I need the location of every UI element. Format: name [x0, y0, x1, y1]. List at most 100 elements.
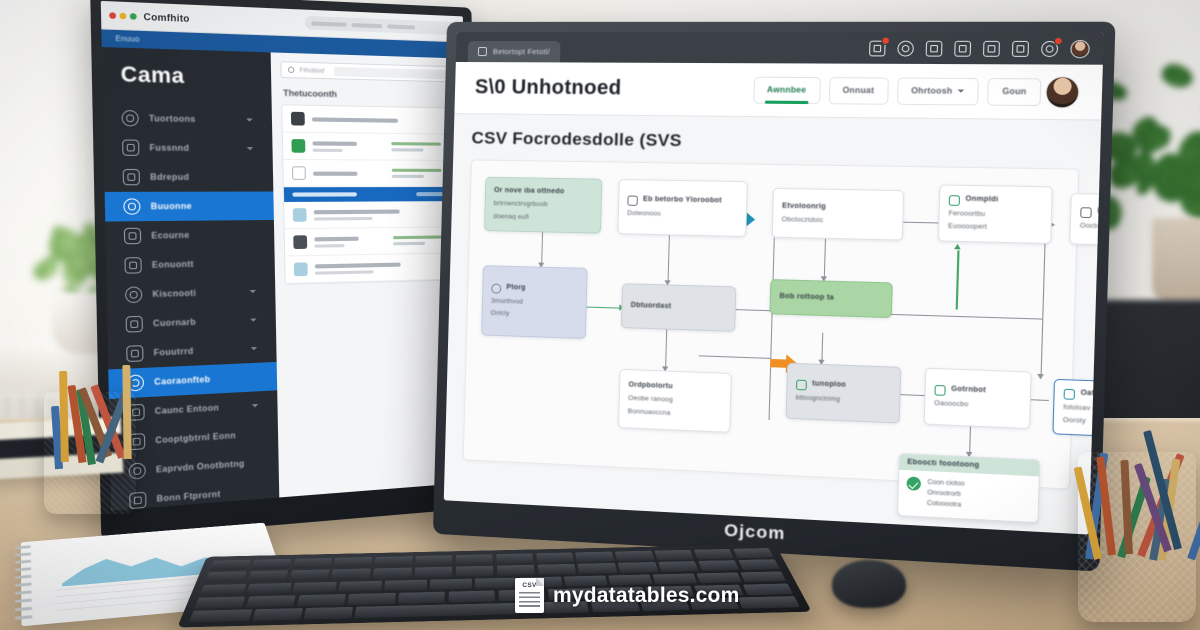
nav-tab-3[interactable]: Goun [987, 77, 1041, 105]
sidebar-item-2[interactable]: Bdrepud [104, 162, 273, 192]
notifications-icon-wrap[interactable] [869, 40, 886, 56]
keyboard-key[interactable] [694, 549, 734, 559]
mouse[interactable] [832, 560, 906, 608]
keyboard-key[interactable] [289, 570, 329, 581]
flowchart-node-n1[interactable]: Or nove iba ottnedobrtrnenctrvgrbuobdoen… [484, 177, 603, 234]
sidebar-item-4[interactable]: Ecourne [105, 220, 274, 251]
keyboard-key[interactable] [654, 550, 694, 560]
flowchart-node-n2[interactable]: Eb betorbo YloroobotDoteonoos [617, 179, 748, 237]
keyboard-key[interactable] [698, 560, 739, 571]
flowchart-node-n6[interactable]: Ptorg3morthvodOnlcly [481, 265, 588, 339]
keyboard-key[interactable] [414, 567, 452, 578]
csv-file-icon: CSV [515, 578, 544, 613]
left-search-input[interactable]: Fihobod [280, 61, 456, 82]
keyboard-key[interactable] [292, 582, 336, 593]
keyboard-key[interactable] [246, 595, 296, 607]
bookmark-icon-wrap[interactable] [983, 40, 1000, 56]
chevron-down-icon [246, 118, 253, 121]
keyboard-key[interactable] [189, 609, 252, 622]
flowchart-node-n3[interactable]: EtvoloonrlgObclocztdoic [772, 188, 905, 241]
flowchart-node-n4[interactable]: OnmpldiFerooortbuEuoooopert [938, 184, 1053, 244]
flowchart-node-n9[interactable]: OrdpbolortuOeobe ranoogBonnuaoccna [618, 369, 732, 433]
flowchart-node-n8[interactable]: Bob rottoop ta [769, 279, 892, 318]
keyboard-key[interactable] [194, 596, 245, 608]
nav-tab-0[interactable]: Awnnbee [753, 76, 821, 103]
flowchart-node-n10[interactable]: tunoploobttoognctrimg [786, 363, 902, 424]
flowchart-node-n5[interactable]: Bondootbn tbrOoctocllnq [1069, 193, 1104, 247]
table-row[interactable] [282, 105, 456, 134]
keyboard-key[interactable] [733, 548, 774, 558]
keyboard-key[interactable] [374, 556, 412, 566]
flowchart-node-n12[interactable]: Oato ortoob orofotoloav ofocobkOoroty [1052, 379, 1103, 440]
keyboard-key[interactable] [618, 562, 658, 573]
keyboard-key[interactable] [741, 571, 787, 582]
cloud-sync-icon-wrap[interactable] [926, 40, 943, 56]
left-highlighted-row[interactable] [284, 187, 458, 202]
profile-pin-icon-wrap[interactable] [1041, 40, 1058, 56]
nav-tab-1[interactable]: Onnuat [828, 77, 888, 105]
keyboard-key[interactable] [537, 564, 576, 575]
sidebar-item-0[interactable]: Tuortoons [103, 103, 272, 135]
keyboard-key[interactable] [384, 579, 427, 590]
keyboard-key[interactable] [578, 563, 618, 574]
browser-tab[interactable]: Betortopt Fetotl/ [468, 41, 561, 62]
keyboard-key[interactable] [252, 608, 302, 621]
list-item[interactable] [285, 227, 459, 256]
keyboard-key[interactable] [575, 552, 614, 562]
extension-icon[interactable] [1012, 40, 1029, 56]
list-item[interactable] [284, 201, 458, 229]
keyboard-key[interactable] [247, 571, 288, 582]
keyboard-key[interactable] [430, 578, 472, 589]
info-icon[interactable] [897, 40, 914, 56]
keyboard-key[interactable] [449, 590, 496, 602]
sidebar-item-5[interactable]: Eonuontt [106, 248, 275, 280]
keyboard-key[interactable] [200, 584, 246, 596]
keyboard-key[interactable] [658, 561, 699, 572]
keyboard-key[interactable] [210, 560, 251, 571]
table-row[interactable] [283, 133, 457, 161]
list-item[interactable] [285, 253, 459, 284]
node-title: Onmpldi [965, 194, 998, 205]
browser-profile-avatar[interactable] [1070, 39, 1090, 57]
sidebar-item-3[interactable]: Buuonne [105, 191, 274, 221]
keyboard-key[interactable] [497, 565, 535, 576]
left-search-field[interactable] [333, 66, 449, 78]
keyboard-key[interactable] [331, 569, 371, 580]
keyboard-key[interactable] [738, 559, 780, 570]
grid-apps-icon-wrap[interactable] [954, 40, 971, 56]
keyboard-key[interactable] [398, 592, 445, 604]
keyboard-key[interactable] [738, 596, 800, 608]
sidebar-item-1[interactable]: Fussnnd [103, 133, 272, 163]
grid-apps-icon[interactable] [954, 40, 971, 56]
keyboard-key[interactable] [333, 557, 372, 568]
nav-tab-2[interactable]: Ohrtoosh [897, 77, 980, 105]
keyboard-key[interactable] [373, 568, 412, 579]
keyboard-key[interactable] [246, 583, 291, 595]
info-icon-wrap[interactable] [897, 40, 914, 56]
keyboard-key[interactable] [338, 581, 382, 592]
keyboard-key[interactable] [292, 558, 332, 569]
keyboard-key[interactable] [536, 552, 574, 562]
keyboard-key[interactable] [205, 572, 247, 583]
keyboard-key[interactable] [297, 594, 346, 606]
flowchart-node-n7[interactable]: Dbtuordast [621, 283, 737, 332]
keyboard-key[interactable] [743, 583, 793, 595]
keyboard-key[interactable] [456, 566, 494, 577]
keyboard-key[interactable] [496, 553, 534, 563]
cloud-sync-icon[interactable] [926, 40, 943, 56]
left-browser-url-bar[interactable] [305, 16, 457, 35]
avatar[interactable] [1045, 76, 1080, 108]
keyboard-key[interactable] [615, 551, 654, 561]
connector-branch-n10 [699, 355, 771, 359]
keyboard-key[interactable] [251, 559, 291, 570]
keyboard-key[interactable] [348, 593, 396, 605]
keyboard-key[interactable] [475, 577, 517, 588]
keyboard-key[interactable] [415, 555, 452, 565]
table-row[interactable] [283, 160, 457, 187]
keyboard-key[interactable] [304, 607, 353, 620]
keyboard-key[interactable] [456, 554, 493, 564]
extension-icon-wrap[interactable] [1012, 40, 1029, 56]
flowchart-node-n11[interactable]: GotrnbotOaooocbo [924, 368, 1032, 429]
nav-tab-label: Awnnbee [767, 85, 806, 95]
bookmark-icon[interactable] [983, 40, 1000, 56]
